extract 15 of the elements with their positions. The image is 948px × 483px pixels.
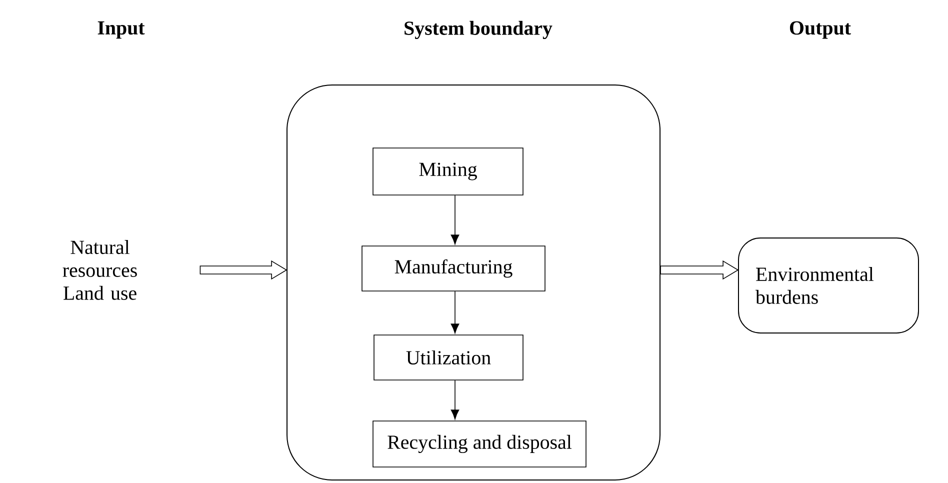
block-arrow <box>660 260 739 280</box>
column-heading: Input <box>98 21 145 39</box>
arrow <box>450 380 460 420</box>
process-box: Manufacturing <box>362 246 546 292</box>
process-box: Recycling and disposal <box>372 420 586 468</box>
output-box: Environmental burdens <box>738 237 919 334</box>
column-heading: System boundary <box>404 20 552 40</box>
arrow <box>450 290 460 334</box>
column-heading: Output <box>790 21 851 39</box>
arrow <box>450 194 460 244</box>
input-text: Natural resources Land use <box>62 240 137 300</box>
block-arrow <box>200 260 288 280</box>
process-box: Utilization <box>374 334 524 380</box>
process-box: Mining <box>372 148 524 196</box>
boundary-box <box>286 84 660 480</box>
